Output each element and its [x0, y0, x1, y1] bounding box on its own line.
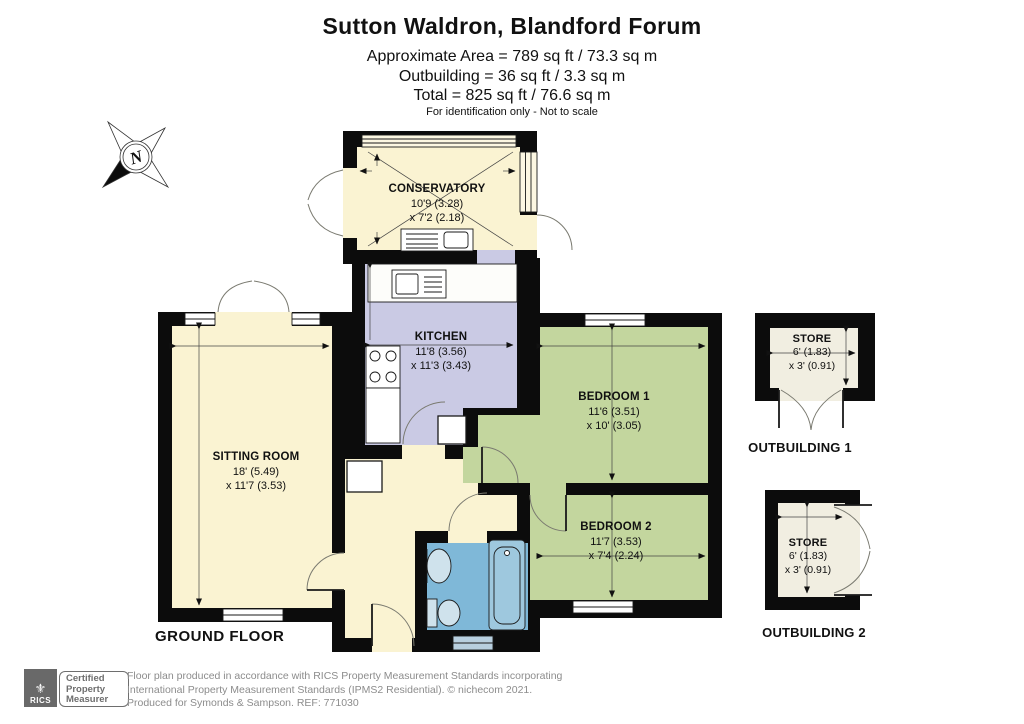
- kitchen-hob: [365, 345, 401, 444]
- basin: [426, 548, 452, 584]
- outbuilding2-label: OUTBUILDING 2: [762, 625, 866, 640]
- windows: [184, 134, 646, 651]
- approximate-area: Approximate Area = 789 sq ft / 73.3 sq m: [366, 48, 658, 65]
- conservatory-exterior-door-arc: [536, 214, 573, 251]
- conservatory-top-window: [361, 134, 517, 148]
- fixtures: [346, 228, 526, 631]
- kitchen-cupboard: [437, 415, 467, 445]
- rics-wordmark: RICS: [29, 696, 52, 705]
- sitting-window-right: [291, 312, 321, 326]
- door-swings: [217, 169, 872, 647]
- total-area: Total = 825 sq ft / 76.6 sq m: [413, 87, 611, 104]
- hall-floor-c: [478, 495, 517, 531]
- conservatory-left-door-arcs: [307, 169, 344, 237]
- bedroom1-window: [584, 313, 646, 327]
- hall-cupboard: [346, 460, 383, 493]
- door-leaves: [307, 390, 872, 646]
- footer: ⚜ RICS Certified Property Measurer Floor…: [0, 662, 1024, 724]
- sitting-french-door-arcs: [217, 280, 290, 313]
- kitchen-counter: [367, 263, 518, 303]
- dimension-lines: [169, 151, 856, 606]
- bedroom2-floor: [530, 495, 708, 600]
- kitchen-door-arc: [402, 401, 446, 445]
- front-door-arc: [371, 603, 415, 647]
- bedroom1-door-arc: [481, 446, 519, 484]
- scale-disclaimer: For identification only - Not to scale: [426, 106, 598, 118]
- room-label-store2: STORE 6' (1.83) x 3' (0.91): [784, 537, 832, 576]
- page-title: Sutton Waldron, Blandford Forum: [322, 13, 702, 39]
- sitting-window-left: [184, 312, 216, 326]
- rics-logo: ⚜ RICS: [24, 669, 57, 707]
- footer-disclaimer: Floor plan produced in accordance with R…: [127, 670, 562, 711]
- outbuilding-area: Outbuilding = 36 sq ft / 3.3 sq m: [398, 68, 626, 85]
- ground-floor-label: GROUND FLOOR: [155, 628, 285, 645]
- rics-crest-icon: ⚜: [34, 681, 47, 696]
- outbuilding1-label: OUTBUILDING 1: [748, 440, 852, 455]
- sitting-window-bottom: [222, 608, 284, 622]
- bathtub: [488, 539, 526, 631]
- rics-certified-badge: Certified Property Measurer: [59, 671, 129, 707]
- bedroom2-door-arc: [529, 494, 567, 532]
- room-label-bedroom2: BEDROOM 2 11'7 (3.53) x 7'4 (2.24): [580, 521, 652, 563]
- door-openings: [215, 168, 860, 652]
- conservatory-right-window: [519, 151, 538, 213]
- room-label-sitting-room: SITTING ROOM 18' (5.49) x 11'7 (3.53): [212, 451, 300, 493]
- bathroom-window: [452, 635, 494, 651]
- footer-line1: Floor plan produced in accordance with R…: [127, 670, 563, 682]
- compass: N: [101, 120, 170, 189]
- bedroom1-alcove: [478, 415, 540, 483]
- footer-line2: International Property Measurement Stand…: [127, 683, 533, 696]
- room-label-kitchen: KITCHEN 11'8 (3.56) x 11'3 (3.43): [411, 331, 471, 373]
- bathroom-door-arc: [448, 492, 488, 532]
- room-label-conservatory: CONSERVATORY 10'9 (3.28) x 7'2 (2.18): [388, 183, 486, 225]
- conservatory-sink-unit: [400, 228, 474, 252]
- conservatory-dims: [359, 151, 516, 247]
- sitting-door-arc: [306, 552, 345, 591]
- footer-line3: Produced for Symonds & Sampson. REF: 771…: [127, 697, 359, 709]
- store1-door-arcs: [780, 389, 842, 431]
- toilet: [426, 598, 461, 628]
- room-label-store1: STORE 6' (1.83) x 3' (0.91): [788, 333, 836, 372]
- bedroom2-window: [572, 600, 634, 614]
- bedroom1-floor: [540, 327, 708, 483]
- room-label-bedroom1: BEDROOM 1 11'6 (3.51) x 10' (3.05): [578, 391, 650, 433]
- store2-door-arcs: [833, 506, 871, 594]
